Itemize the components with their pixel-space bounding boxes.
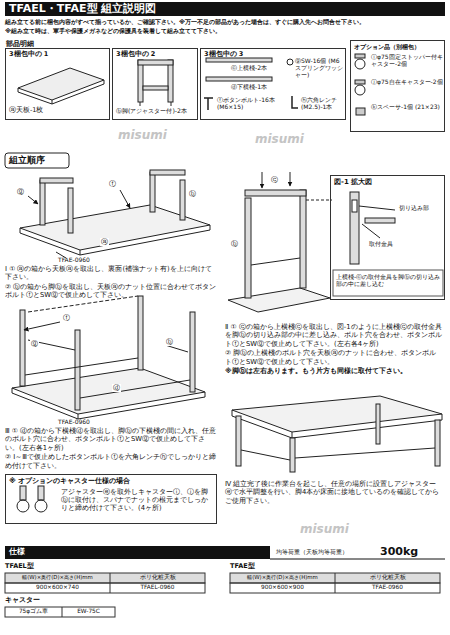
part-label: 取付金具	[369, 240, 413, 248]
spec-bar	[5, 546, 270, 559]
section-heading: 仕様	[9, 547, 49, 557]
instruction-text: Ⅳ 組立完了後に作業台を起こし、任意の場所に設置しアジャスターⓔで水平調整を行い…	[225, 480, 443, 505]
inset-figure	[333, 192, 443, 296]
bar-parts	[204, 58, 298, 110]
table-cell: TFAE-0960	[336, 584, 439, 591]
callout-letter: ⓓ	[112, 384, 121, 392]
spec-rule	[270, 559, 445, 560]
instruction-text: TFAE-0960	[58, 418, 108, 425]
table-cell: EW-75C	[63, 608, 114, 615]
parts-box: 3梱包中の 3 ⓒ上横棧-2本 ⓓ下横棧-1本 ⓖSW-16個 (M6スプリングワッシ…	[200, 48, 346, 120]
callout-letter: ⓒ	[270, 176, 279, 184]
step2-figure	[228, 172, 332, 312]
box-heading: 3梱包中の 3	[204, 51, 284, 59]
heading-text: TFAE型	[230, 563, 290, 571]
part-label: 上横棧-ⓒの取付金具を脚ⓑの切り込み部の中に差し込む	[336, 273, 442, 288]
callout-letter: ⓕ	[62, 314, 71, 322]
instruction-text: ② 脚ⓑの上横棧のボルト穴を天板ⓐのナットに合わせ、ボタンボルトⓕとSWⓖで仮止…	[225, 349, 443, 366]
instruction-text: Ⅰ ① ⓐの箱から天板ⓐを取出し、裏面(補強ナット有)を上に向けて下さい。	[5, 265, 217, 282]
callout-letter: ⓑ	[165, 338, 174, 346]
part-label: ⓒ上横棧-2本	[231, 64, 289, 71]
text-group: 組み立てる前に梱包内容がすべて揃っているか、ご確認下さい。※万一不足の部品があっ…	[5, 18, 445, 36]
box-heading: オプション品（別梱包）	[354, 43, 444, 51]
heading-text: キャスター	[5, 597, 65, 605]
part-label: ⓓ下横棧-1本	[231, 83, 289, 90]
text-group: Ⅰ ① ⓐの箱から天板ⓐを取出し、裏面(補強ナット有)を上に向けて下さい。② ⓑ…	[5, 265, 217, 301]
table-cell: ポリ化粧天板	[336, 574, 439, 581]
part-label: ⓙφ75自在キャスター-2個	[371, 78, 443, 85]
parts-box: オプション品（別梱包） ⓘφ75固定ストッパー付キャスター-2個 ⓙφ75自在キャス…	[350, 40, 445, 132]
instruction-text: Ⅲ ① ⓓの箱から下横棧ⓓを取出し、脚ⓑの下横棧の間に入れ、任意のボルト穴に合わ…	[5, 427, 217, 452]
table-cell: TFAEL-0960	[111, 584, 204, 591]
spec-table	[5, 573, 440, 617]
parts-box: 3梱包中の 2 ⓑ脚(アジャスター付)-2本	[112, 48, 198, 120]
heading-text: ※組み立て時は、軍手や保護メガネなどの保護具を装着して組み立てて下さい。	[5, 27, 445, 35]
step4-figure	[232, 396, 442, 472]
caster-parts	[355, 54, 365, 115]
callout-letter: ⓖ	[30, 340, 39, 348]
table-cell: 900×600×900	[231, 584, 334, 591]
part-label: ⓐ天板-1枚	[9, 107, 107, 115]
part-label: 切り込み部	[399, 204, 443, 212]
part-label: 3梱包中の 1	[9, 51, 99, 59]
table-cell: 幅(W)×奥行(D)×高さ(H)mm	[231, 574, 334, 580]
callout-letter: ⓐ	[100, 238, 109, 246]
step3-figure	[12, 296, 205, 419]
heading-text: ※脚ⓑは左右あります。もう片方も同様に取付て下さい。	[225, 367, 443, 375]
leg-frame-part	[138, 60, 173, 106]
watermark: misumi	[118, 128, 178, 142]
table-cell: 75φゴム車	[6, 608, 61, 615]
callout-letter: ⓑ	[188, 190, 197, 198]
box-heading: ※ オプションのキャスター仕様の場合	[9, 477, 209, 485]
watermark: misumi	[255, 132, 315, 146]
box-heading: 部品明細	[6, 40, 66, 48]
table-cell: ポリ化粧天板	[111, 574, 204, 581]
text-group: Ⅲ ① ⓓの箱から下横棧ⓓを取出し、脚ⓑの下横棧の間に入れ、任意のボルト穴に合わ…	[5, 427, 217, 471]
heading-text: TFAEL型	[5, 563, 65, 571]
title-bar: TFAEL・TFAE型 組立説明図	[5, 2, 445, 16]
text-group: Ⅱ ① ⓒの箱から上横棧ⓒを取出し、図-1のように上横棧ⓒの取付金具を脚ⓑの切り…	[225, 323, 443, 377]
heading-frame	[5, 153, 69, 168]
part-label: ⓚスペーサ-1個 (21×23)	[371, 103, 443, 110]
part-label: アジャスターⓔを取外しキャスターⓘ、ⓙを脚ⓑに取付け、スパナでナットの根元までし…	[61, 488, 213, 512]
caster-figure	[17, 486, 47, 512]
instruction-text: ② Ⅰ～Ⅲで仮止めしたボタンボルトⓕを六角レンチⓗでしっかりと締め付けて下さい。	[5, 453, 217, 470]
callout-letter: ⓑ	[230, 240, 239, 248]
instruction-text: TFAE-0960	[58, 256, 108, 263]
callout-letter: ⓖ	[16, 188, 25, 196]
parts-box: ※ オプションのキャスター仕様の場合アジャスターⓔを取外しキャスターⓘ、ⓙを脚ⓑ…	[5, 474, 217, 524]
part-label: ⓕボタンボルト-16本 (M6×15)	[217, 96, 289, 110]
instruction-text: 均等荷重（天板均等荷重）	[276, 549, 376, 556]
callout-letter: ⓕ	[108, 180, 117, 188]
box-heading: 3梱包中の 2	[116, 51, 196, 59]
instruction-text: Ⅱ ① ⓒの箱から上横棧ⓒを取出し、図-1のように上横棧ⓒの取付金具を脚ⓑの切り…	[225, 323, 443, 348]
step1-figure	[20, 170, 210, 258]
parts-box: 図-1 拡大図切り込み部取付金具上横棧-ⓒの取付金具を脚ⓑの切り込み部の中に差し…	[330, 175, 445, 300]
part-label: ⓘφ75固定ストッパー付キャスター-2個	[371, 53, 443, 67]
instruction-text: ② ⓑの箱から脚ⓑを取出し、天板ⓐのナット位置に合わせてボタンボルトⓕとSWⓖで…	[5, 283, 217, 300]
heading-text: 組み立てる前に梱包内容がすべて揃っているか、ご確認下さい。※万一不足の部品があっ…	[5, 18, 445, 26]
part-label: ⓗ六角レンチ(M2.5)-1本	[301, 96, 345, 110]
tabletop-part	[18, 68, 104, 104]
parts-box: 部品明細3梱包中の 1ⓐ天板-1枚	[5, 48, 110, 120]
table-cell: 幅(W)×奥行(D)×高さ(H)mm	[6, 574, 109, 580]
part-label: ⓖSW-16個 (M6スプリングワッシャー)	[295, 57, 345, 79]
table-cell: 900×600×740	[6, 584, 109, 591]
box-heading: 図-1 拡大図	[334, 178, 404, 186]
heading-text: 300kg	[380, 545, 442, 558]
heading-text: 組立順序	[9, 155, 67, 166]
watermark: misumi	[300, 522, 360, 536]
text-group: Ⅳ 組立完了後に作業台を起こし、任意の場所に設置しアジャスターⓔで水平調整を行い…	[225, 480, 443, 506]
part-label: ⓑ脚(アジャスター付)-2本	[116, 107, 198, 114]
